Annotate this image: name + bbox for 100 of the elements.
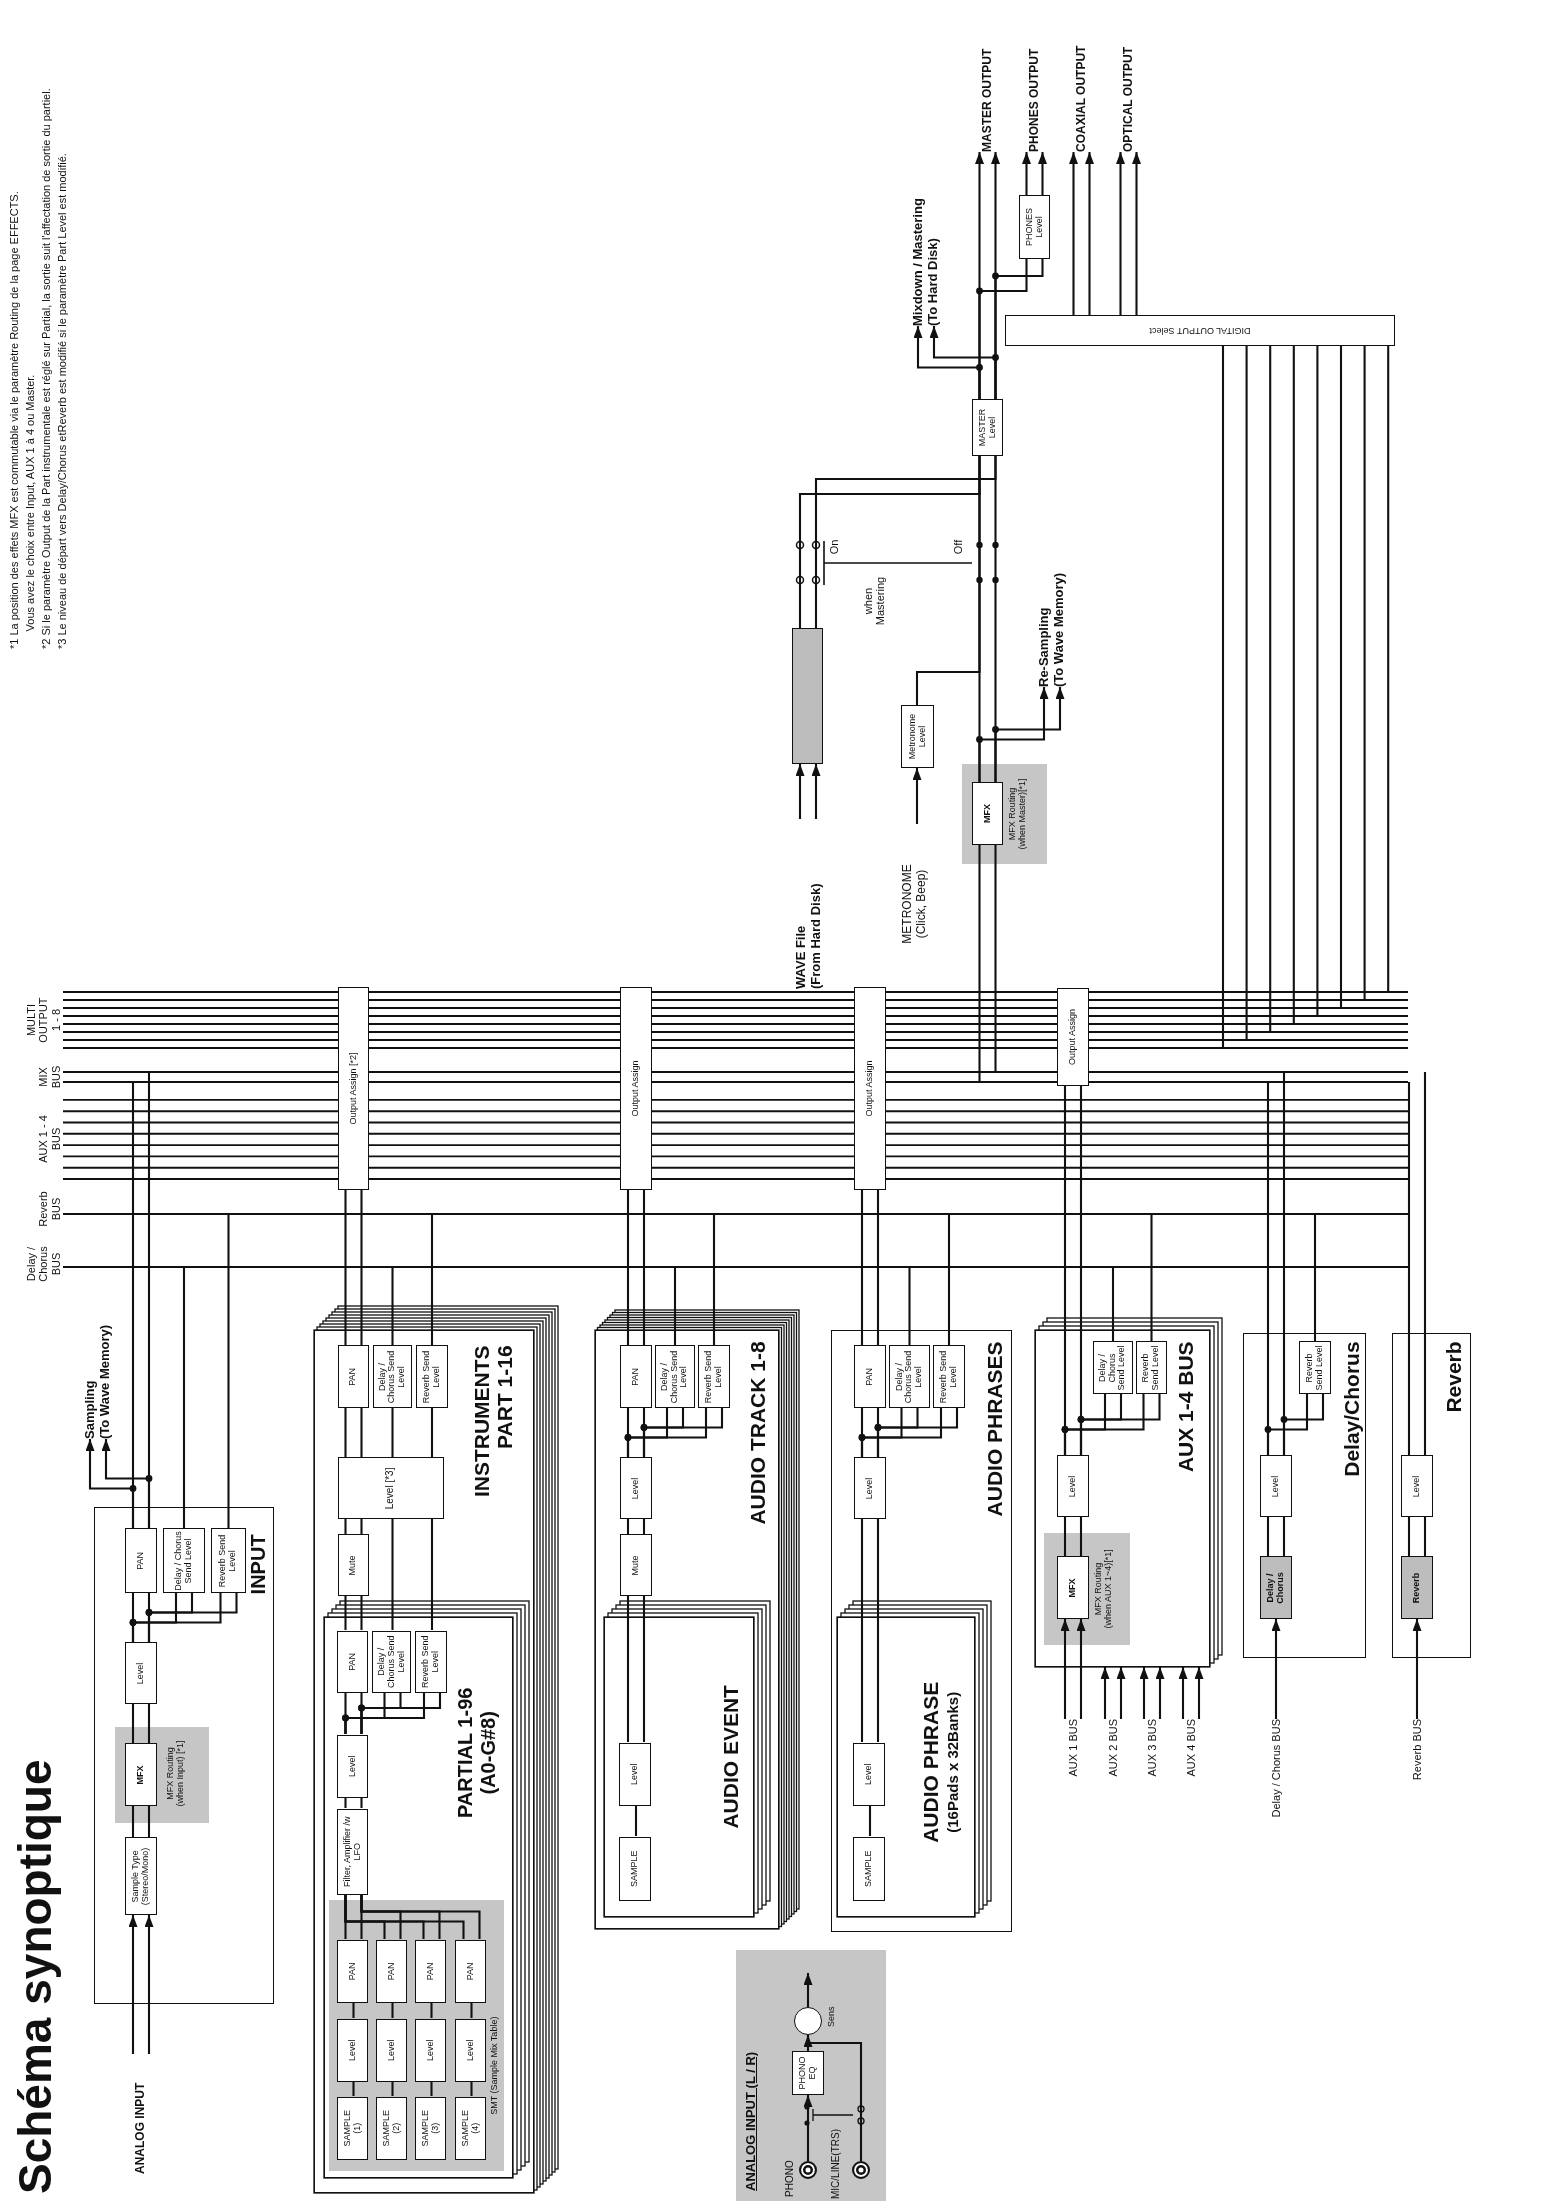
signal-line [798,456,981,628]
arrow [803,2095,813,2161]
process-block: Level [337,2018,369,2082]
signal-line [1292,346,1295,1024]
process-block: Reverb Send Level [415,1630,448,1693]
signal-line [642,1519,646,1534]
arrow [1038,152,1047,195]
signal-line [1269,346,1272,1032]
process-block: Reverb Send Level [210,1528,246,1594]
signal-line [360,1596,363,1630]
process-block: PAN [455,1939,487,2003]
arrow [101,1439,151,1528]
arrow [811,764,821,819]
diagram-title: Schéma synoptique [8,1759,62,2194]
process-block: SAMPLE (3) [415,2096,447,2160]
arrow [912,768,922,824]
signal-line [430,1408,434,1457]
arrow [128,1915,138,2054]
signal-label: Delay / Chorus BUS [1268,1719,1284,1864]
output-select-block: DIGITAL OUTPUT Select [1005,315,1395,346]
signal-label: AUX 1 BUS [1066,1719,1080,1804]
arrow [1271,1619,1281,1719]
signal-line [1079,1517,1083,1556]
output-assign-block: Output Assign [620,987,652,1190]
process-block: Level [337,1734,369,1798]
process-block: PAN [619,1345,652,1409]
signal-line [634,1805,638,1836]
footnote: *2 Si le paramètre Output de la Part instrumentale est réglé sur Partial, la sortie suit l'affectation de sortie du partiel. [39,87,53,649]
process-block: PHONES Level [1019,195,1050,259]
process-block: Level [124,1642,157,1705]
signal-line [360,1519,363,1534]
signal-line [1282,1072,1286,1455]
knob-circle [794,2007,822,2035]
signal-line [1266,1082,1270,1455]
module-box [1392,1333,1471,1658]
signal-line [947,1214,951,1345]
process-block: Level [853,1457,886,1520]
module-title: AUDIO EVENT [719,1684,744,1831]
signal-line [868,1805,872,1836]
process-block: SAMPLE (4) [455,2096,487,2160]
knob-label: Sens [826,2006,837,2027]
signal-line [360,1797,363,1808]
signal-line [876,1519,880,1742]
signal-line [182,1267,186,1528]
arrow [1076,1619,1086,1719]
process-block: Level [415,2018,447,2082]
module-title: AUX 1-4 BUS [1173,1341,1198,1475]
signal-line [352,2081,355,2096]
signal-line [1063,1086,1067,1455]
process-block: Level [*3] [337,1457,444,1520]
arrow [1155,1667,1165,1719]
signal-line [1111,1267,1115,1341]
process-block: Mute [337,1534,369,1597]
output-assign-block: Output Assign [*2] [338,987,369,1190]
signal-line [1150,1214,1153,1341]
signal-line [344,1596,347,1630]
module-title: AUDIO TRACK 1-8 [745,1341,770,1527]
process-block: SAMPLE (2) [376,2096,408,2160]
bus-label: MIX BUS [37,1064,62,1091]
signal-line [860,1408,943,1457]
signal-label: ANALOG INPUT [132,2054,150,2174]
process-block: PAN [415,1939,447,2003]
arrow [795,764,805,819]
switch-note: when Mastering [862,575,887,628]
module-title: Reverb [1441,1341,1466,1415]
signal-line [994,845,997,1072]
signal-label: METRONOME (Click, Beep) [893,824,937,984]
signal-line [626,1190,630,1345]
signal-line [147,1704,151,1743]
sample-mix-table-region [329,1899,505,2171]
arrow [1116,152,1125,315]
signal-label: Mixdown / Mastering (To Hard Disk) [906,149,946,326]
signal-label: PHONES OUTPUT [1026,9,1043,152]
process-block: Level [455,2018,487,2082]
module-title: Delay/Chorus [1339,1341,1364,1479]
signal-line [1079,1086,1083,1455]
process-block: Filter, Amplifier /w LFO [337,1808,369,1895]
jack-label: MIC/LINE(TRS) [830,2129,842,2199]
module-box [836,1617,975,1918]
process-block: Delay / Chorus Send Level [888,1345,930,1409]
signal-label: WAVE File (From Hard Disk) [784,819,833,989]
signal-label: AUX 3 BUS [1145,1719,1159,1804]
switch-position-label: Off [952,538,965,557]
process-block: SAMPLE [619,1836,652,1901]
footnote: *3 Le niveau de départ vers Delay/Chorus etReverb est modifié si le paramètre Part Level est modifié. [55,152,69,649]
arrow [803,1973,813,2007]
process-block: Metronome Level [901,705,934,768]
signal-line [344,1692,426,1734]
process-block: SAMPLE [853,1836,886,1901]
signal-line [131,1806,135,1837]
signal-line [360,1408,363,1457]
arrow [144,1915,154,2054]
process-block: MFX [1056,1556,1089,1620]
process-block: PAN [376,1939,408,2003]
signal-line [1221,346,1225,1048]
arrow [1069,152,1078,315]
process-block: Reverb Send Level [1135,1341,1167,1395]
signal-line [642,1408,724,1457]
bus-label: Reverb BUS [37,1190,62,1229]
process-block: Reverb Send Level [697,1345,730,1409]
